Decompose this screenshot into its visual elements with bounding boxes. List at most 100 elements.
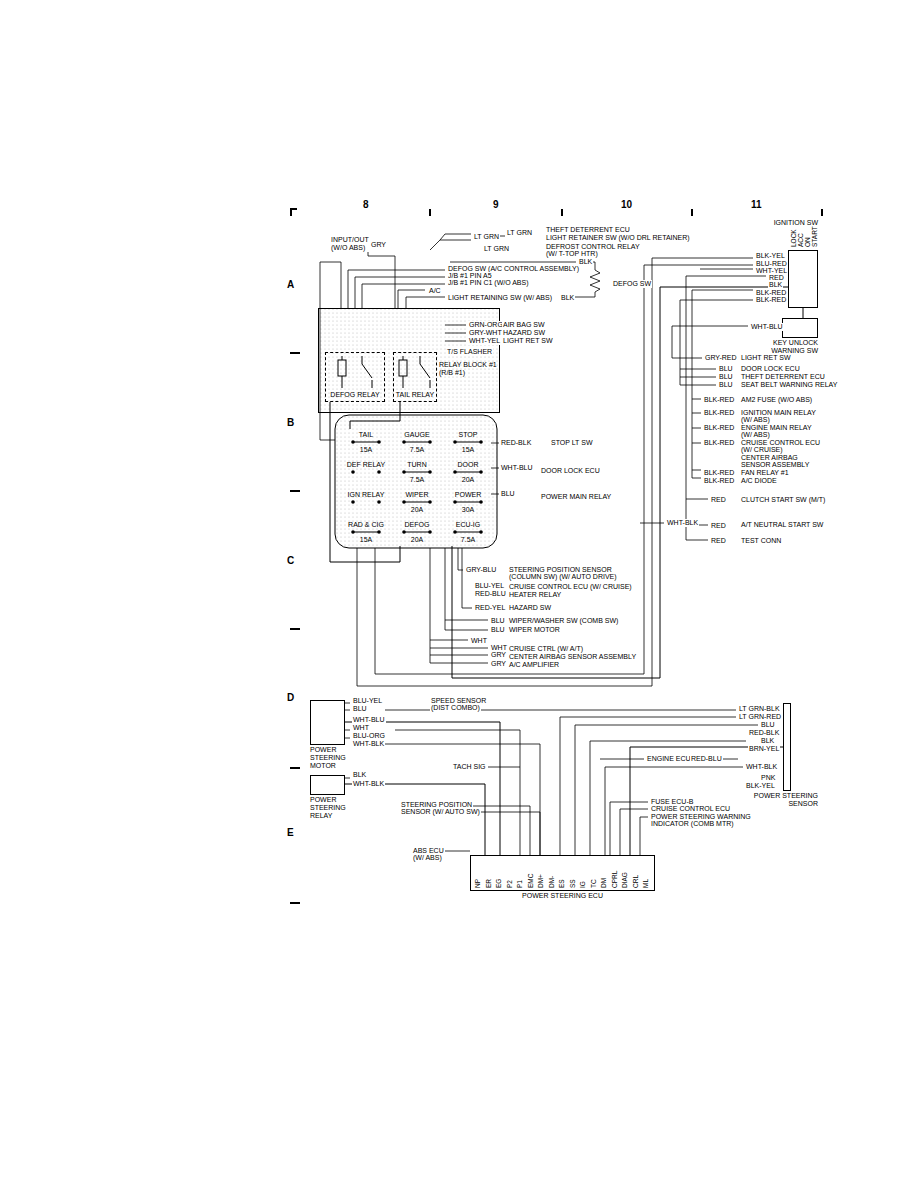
wire — [458, 548, 472, 608]
fuse-terminal — [351, 500, 355, 504]
wire-label: GRY-WHT — [468, 329, 503, 337]
wire-label: CRUISE CONTROL ECU (W/ CRUISE) — [508, 583, 633, 591]
grid-reference: 8 — [362, 199, 370, 210]
grid-reference: C — [286, 555, 295, 566]
relay-symbol — [338, 356, 430, 388]
fuse-terminal — [402, 470, 406, 474]
fuse: DEF RELAY — [343, 459, 389, 486]
wire-label: BLK-RED — [703, 396, 735, 404]
wire-label: STOP LT SW — [550, 439, 594, 447]
fuse: ECU-IG7.5A — [445, 519, 491, 546]
wire-label: BLU-YEL — [352, 697, 383, 705]
wire-label: A/C AMPLIFIER — [508, 661, 560, 669]
wire-label: BLK — [760, 737, 775, 745]
wire-label: CRUISE CTRL (W/ A/T) — [508, 645, 584, 653]
pin-name: ML — [642, 878, 649, 889]
wire-label: WHT-BLU — [750, 323, 784, 331]
wire-label: A/C — [428, 287, 442, 295]
fuse-symbol — [353, 442, 481, 532]
wire-label: LIGHT RET SW — [502, 337, 554, 345]
fuse-terminal — [453, 500, 457, 504]
wire-label: GRN-ORG — [468, 321, 504, 329]
wire-label: GRY-RED — [704, 354, 738, 362]
pin-name: LOCK — [790, 228, 797, 248]
wire-label: SEAT BELT WARNING RELAY — [740, 381, 838, 389]
wire-label: BLK — [578, 258, 593, 266]
grid-marks — [290, 353, 300, 903]
wire — [385, 710, 736, 855]
pin-name: ON — [804, 236, 811, 248]
wire-connector — [345, 784, 485, 855]
wire-label: (W/O ABS) — [330, 244, 366, 252]
grid-reference: A — [286, 279, 295, 290]
fuse-terminal — [402, 500, 406, 504]
wire-label: BLK-RED — [703, 439, 735, 447]
wire — [491, 443, 499, 494]
component-box: KEY UNLOCK WARNING SW — [782, 318, 818, 338]
pin-name: ER — [485, 878, 492, 889]
component-name: 20A — [462, 476, 474, 484]
wire-label: WHT-BLK — [352, 780, 385, 788]
wire-label: BLU — [760, 721, 776, 729]
wire-label: HAZARD SW — [502, 329, 546, 337]
wire-label: WHT-BLU — [500, 464, 534, 472]
fuse-terminal — [479, 470, 483, 474]
wire-connector — [630, 747, 783, 855]
wire-label: RED-BLK — [500, 439, 532, 447]
wire-label: (W/ ABS) — [412, 854, 443, 862]
wire-label: LT GRN — [483, 245, 510, 253]
wire-connector — [803, 308, 804, 318]
component-name: 20A — [411, 536, 423, 544]
wire-label: AIR BAG SW — [502, 321, 546, 329]
fuse-terminal — [351, 470, 355, 474]
wire-label: WHT — [470, 637, 488, 645]
fuse-terminal — [479, 500, 483, 504]
wire-label: WHT-BLU — [352, 716, 386, 724]
component-name: 15A — [360, 446, 372, 454]
fuse-terminal — [428, 470, 432, 474]
fuse-terminal — [377, 500, 381, 504]
pin-name: P1 — [516, 879, 523, 889]
component-name: WIPER — [406, 491, 429, 499]
wire — [357, 258, 753, 686]
wire-label: BLU — [718, 381, 734, 389]
wire-label: BLK-YEL — [755, 252, 786, 260]
wire — [348, 270, 445, 308]
wire-label: TACH SIG — [452, 763, 487, 771]
wire — [692, 290, 701, 478]
fuse-terminal — [428, 440, 432, 444]
wire-label: GRY — [490, 651, 507, 659]
wire-label: BLU — [490, 626, 506, 634]
wire-label: J/B #1 PIN C1 (W/O ABS) — [447, 279, 530, 287]
fuse-terminal — [402, 440, 406, 444]
wire-label: T/S FLASHER — [446, 348, 493, 356]
wire-label: BLU — [352, 705, 368, 713]
wire-label: (W/ T-TOP HTR) — [545, 250, 599, 258]
wire-label: BLK-RED — [703, 424, 735, 432]
component-name: ECU-IG — [456, 521, 481, 529]
component-name: IGN RELAY — [348, 491, 385, 499]
component-box: POWER STEERING SENSOR — [783, 703, 791, 791]
wire-label: BLK-RED — [703, 409, 735, 417]
component-box: POWER STEERING MOTOR — [310, 700, 345, 745]
wire-label: WHT-BLK — [666, 519, 699, 527]
component-name: TAIL — [359, 431, 373, 439]
component-name: STOP — [459, 431, 478, 439]
grid-marks — [290, 209, 822, 903]
fuse-terminal — [428, 530, 432, 534]
wire-label: LT GRN-RED — [738, 713, 782, 721]
wire — [445, 851, 470, 852]
fuse: TURN7.5A — [394, 459, 440, 486]
relay-symbol — [338, 360, 346, 376]
relay-box: DEFOG RELAY — [325, 352, 385, 402]
wire-label: BLU-YEL — [474, 582, 505, 590]
wire-label: A/C DIODE — [740, 477, 778, 485]
wire — [368, 252, 395, 308]
wire — [680, 300, 716, 385]
wire-label: DOOR LOCK ECU — [740, 365, 801, 373]
wire-label: SENSOR (W/ AUTO SW) — [400, 808, 481, 816]
component-name: DEF RELAY — [347, 461, 385, 469]
fuse-symbol — [353, 442, 481, 532]
component-name: IGNITION SW — [758, 219, 818, 227]
wire-label: DEFOG SW — [612, 280, 652, 288]
